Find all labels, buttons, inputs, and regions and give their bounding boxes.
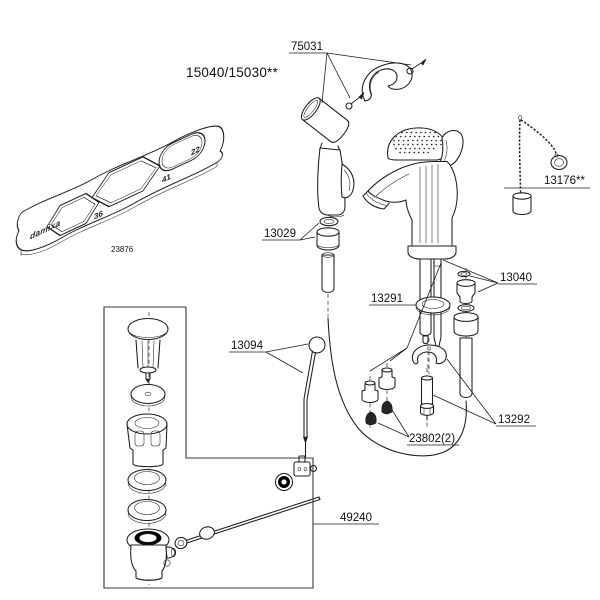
clevis-group xyxy=(274,455,318,492)
cone-washer xyxy=(381,400,393,415)
round-hole-22 xyxy=(158,132,206,172)
part-label-23802: 23802(2) xyxy=(409,433,455,445)
hole-marking-22: 22 xyxy=(191,144,200,158)
hex-hole-36 xyxy=(46,192,100,237)
spray-hose xyxy=(327,317,467,457)
screw-icon xyxy=(345,92,365,110)
part-label-13176: 13176** xyxy=(544,175,585,187)
hose-coupling-group xyxy=(316,216,340,317)
mounting-nuts-group xyxy=(361,363,396,428)
friction-washer xyxy=(127,498,167,524)
pivot-nut xyxy=(274,472,294,492)
handle-dot-texture xyxy=(393,131,443,154)
coupling-nut xyxy=(316,227,340,251)
extension-rod xyxy=(419,375,435,421)
model-number-title: 15040/15030** xyxy=(186,65,278,80)
chain-weight xyxy=(512,190,532,216)
check-valve-body xyxy=(456,279,476,305)
lift-rod-group xyxy=(303,336,326,459)
pivot-rod-group xyxy=(174,496,321,550)
part-label-13176-group: 13176** xyxy=(504,175,590,189)
shank-nut xyxy=(453,312,479,337)
hole-marking-41: 41 xyxy=(162,171,171,185)
drain-tee-body xyxy=(126,528,177,581)
aerator-tip xyxy=(362,189,390,210)
assembly-leader-lines xyxy=(369,262,442,372)
chain-stay-group xyxy=(512,115,568,216)
inlet-tube xyxy=(459,337,473,399)
cone-washer xyxy=(365,411,377,426)
hole-marking-36: 36 xyxy=(94,208,103,222)
part-label-13094: 13094 xyxy=(231,340,264,352)
mounting-nut xyxy=(361,380,379,404)
part-label-23876: 23876 xyxy=(111,245,134,254)
part-label-13094-group: 13094 xyxy=(229,340,309,374)
hex-hole-41 xyxy=(91,156,161,208)
washer xyxy=(319,216,339,227)
clevis-strap xyxy=(293,461,311,477)
faucet-group xyxy=(362,127,464,372)
spray-trigger xyxy=(340,163,355,199)
faucet-lever-tip xyxy=(439,129,464,167)
plate-thickness-edge xyxy=(20,166,218,256)
bead-chain xyxy=(518,119,522,192)
wrench-plate: 22 41 36 damixa 23876 xyxy=(15,125,225,256)
hand-spray-head xyxy=(300,97,350,152)
drain-seat xyxy=(126,413,168,468)
spray-handle-kit-group xyxy=(300,58,427,218)
pivot-gasket xyxy=(174,536,188,550)
rubber-washer xyxy=(127,468,167,494)
threaded-shank xyxy=(419,258,432,345)
part-label-13291-group: 13291 xyxy=(369,293,416,306)
part-label-13029-group: 13029 xyxy=(262,222,320,241)
part-label-13029: 13029 xyxy=(264,228,296,240)
part-label-13292: 13292 xyxy=(498,414,530,426)
mounting-nut xyxy=(378,367,396,391)
part-label-49240: 49240 xyxy=(340,512,372,524)
faucet-base xyxy=(407,245,457,260)
clip-extension-group xyxy=(411,338,447,428)
seal-disc xyxy=(130,383,166,407)
drain-assembly-box xyxy=(103,306,314,589)
part-label-13040-group: 13040 xyxy=(442,259,537,293)
hose-guide-tube xyxy=(321,252,335,294)
part-label-13291: 13291 xyxy=(371,293,403,305)
part-label-13040: 13040 xyxy=(500,272,532,284)
part-label-23802-group: 23802(2) xyxy=(377,409,459,446)
part-label-75031-group: 75031 xyxy=(289,41,412,104)
tee-side-outlet xyxy=(165,546,176,559)
spray-escutcheon-cover xyxy=(361,62,413,102)
hand-spray-body xyxy=(317,147,355,218)
o-ring xyxy=(457,304,475,312)
base-gasket-group xyxy=(415,296,451,316)
part-label-75031: 75031 xyxy=(291,41,323,53)
washer xyxy=(457,270,471,278)
pivot-ball xyxy=(199,526,215,540)
part-label-49240-group: 49240 xyxy=(313,512,379,525)
part-label-13292-group: 13292 xyxy=(432,358,536,427)
pull-ring xyxy=(550,154,568,171)
lift-rod-knob xyxy=(308,336,326,354)
screw-icon xyxy=(406,58,427,75)
check-valve-group xyxy=(453,268,479,399)
drain-assembly-group xyxy=(126,312,177,585)
hook-clip xyxy=(411,344,447,365)
drain-stopper xyxy=(127,317,169,384)
faucet-spout-body xyxy=(367,160,458,247)
